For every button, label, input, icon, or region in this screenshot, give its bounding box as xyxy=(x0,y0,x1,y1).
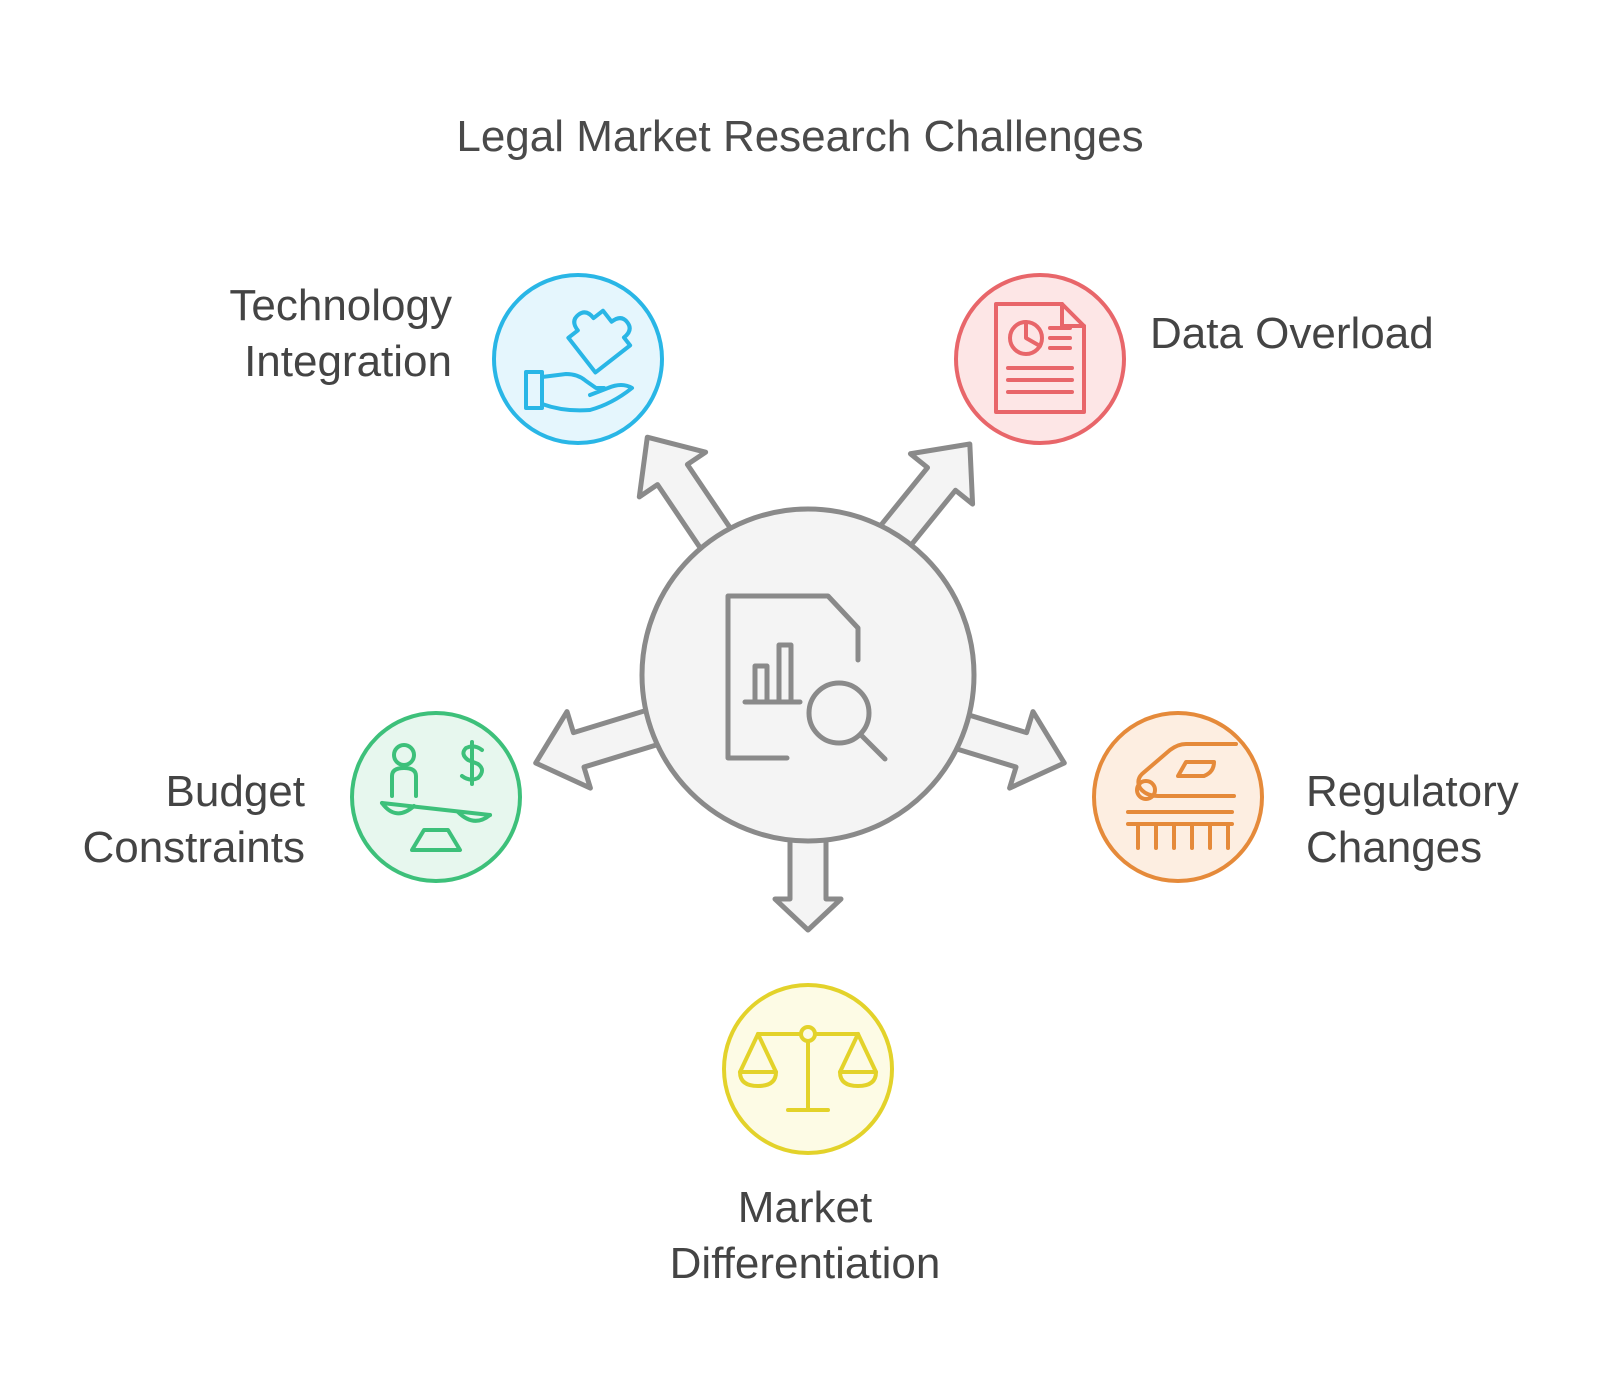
train-tracks-icon xyxy=(1126,742,1238,850)
puzzle-hand-icon xyxy=(524,308,634,413)
center-hub xyxy=(639,506,977,844)
label-line: Changes xyxy=(1306,823,1483,872)
label-budget-constraints: Budget Constraints xyxy=(82,764,305,876)
label-line: Technology xyxy=(229,281,452,330)
node-technology xyxy=(492,273,664,445)
label-line: Constraints xyxy=(82,823,305,872)
node-budget xyxy=(350,711,522,883)
arrow-to-technology xyxy=(636,434,738,558)
node-data xyxy=(954,273,1126,445)
node-regulatory xyxy=(1092,711,1264,883)
arrow-to-budget xyxy=(533,705,668,791)
label-regulatory-changes: Regulatory Changes xyxy=(1306,764,1519,876)
label-market-differentiation: Market Differentiation xyxy=(0,1180,1600,1292)
scale-person-dollar-icon xyxy=(380,740,492,852)
node-market xyxy=(722,983,894,1155)
label-line: Budget xyxy=(165,767,305,816)
document-chart-search-icon xyxy=(725,593,888,762)
label-line: Data Overload xyxy=(1150,309,1434,358)
label-technology-integration: Technology Integration xyxy=(229,278,452,390)
justice-scale-icon xyxy=(738,1025,878,1112)
label-line: Regulatory xyxy=(1306,767,1519,816)
label-line: Integration xyxy=(244,337,452,386)
label-line: Differentiation xyxy=(669,1239,941,1288)
diagram-title: Legal Market Research Challenges xyxy=(456,112,1144,161)
label-data-overload: Data Overload xyxy=(1150,306,1434,362)
arrow-to-market xyxy=(772,829,844,933)
label-line: Market xyxy=(737,1183,873,1232)
report-document-icon xyxy=(994,302,1086,414)
